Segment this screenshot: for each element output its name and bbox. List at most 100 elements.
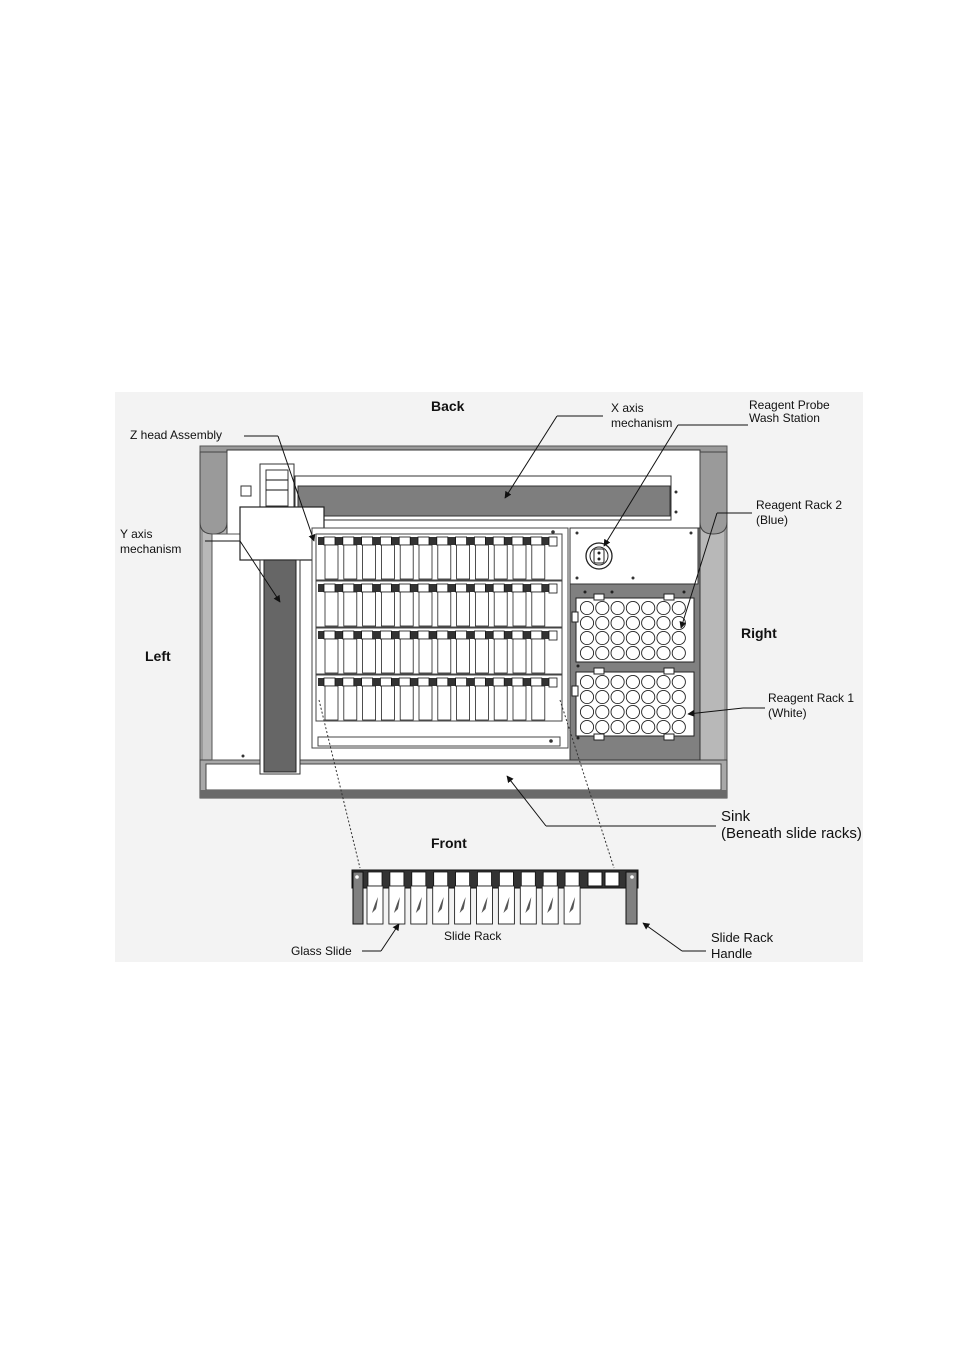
reagent-well [626,690,639,703]
label-right: Right [741,625,777,641]
slide-clip [399,584,410,592]
reagent-well [672,601,685,614]
glass-slide [457,592,470,626]
reagent-well [657,675,670,688]
slide-rack-handle [626,872,637,924]
slide-clip [418,584,429,592]
slide-rack-catch [549,678,557,687]
reagent-well [580,690,593,703]
label-sink-line2: (Beneath slide racks) [721,825,862,842]
glass-slide [381,686,394,720]
glass-slide [475,545,488,579]
slide-rack-end-left [353,872,363,924]
slide-clip [437,631,448,639]
reagent-well [580,631,593,644]
reagent-well [596,720,609,733]
glass-slide [494,639,507,673]
reagent-well [626,631,639,644]
glass-slide [363,639,376,673]
glass-slide [457,686,470,720]
reagent-well [611,690,624,703]
detail-slide-clip [499,872,513,886]
reagent-well [611,646,624,659]
reagent-well [611,675,624,688]
slide-racks-area [312,528,568,748]
slide-clip [380,631,391,639]
slide-clip [437,537,448,545]
slide-clip [380,537,391,545]
detail-slide-clip [390,872,404,886]
label-handle-line2: Handle [711,946,752,961]
slide-clip [474,584,485,592]
reagent-well [672,720,685,733]
reagent-well [596,616,609,629]
label-wash-line1: Reagent Probe [749,398,830,412]
glass-slide [532,545,545,579]
reagent-well [580,705,593,718]
glass-slide [400,545,413,579]
reagent-well [672,705,685,718]
slide-clip [418,631,429,639]
slide-clip [399,631,410,639]
slide-clip [474,537,485,545]
reagent-well [657,646,670,659]
slide-clip [456,631,467,639]
glass-slide [513,545,526,579]
glass-slide [513,592,526,626]
glass-slide [494,686,507,720]
label-handle-line1: Slide Rack [711,930,774,945]
slide-clip [474,631,485,639]
slide-clip [399,678,410,686]
slide-clip [474,678,485,686]
reagent-area [570,528,700,760]
slide-clip [343,678,354,686]
label-sink-line1: Sink [721,808,751,825]
detail-slide-clip [478,872,492,886]
reagent-well [580,646,593,659]
reagent-well [657,720,670,733]
glass-slide [325,686,338,720]
reagent-well [642,675,655,688]
label-rack1-line1: Reagent Rack 1 [768,691,854,705]
slide-clip [456,678,467,686]
y-axis-mechanism [260,560,300,774]
slide-clip [437,584,448,592]
reagent-well [642,705,655,718]
label-x-axis-line1: X axis [611,401,644,415]
reagent-well [611,631,624,644]
label-front: Front [431,835,467,851]
reagent-well [657,690,670,703]
glass-slide [438,545,451,579]
label-slide-rack: Slide Rack [444,929,502,943]
glass-slide [419,592,432,626]
glass-slide [494,592,507,626]
label-rack2-line1: Reagent Rack 2 [756,498,842,512]
reagent-well [580,601,593,614]
slide-clip [343,584,354,592]
glass-slide [475,639,488,673]
reagent-well [672,631,685,644]
slide-clip [380,678,391,686]
slide-clip [324,678,335,686]
slide-clip [512,537,523,545]
reagent-well [626,720,639,733]
glass-slide [381,639,394,673]
glass-slide [513,686,526,720]
glass-slide [344,592,357,626]
detail-slide-clip [543,872,557,886]
reagent-well [626,616,639,629]
slide-clip [418,537,429,545]
label-y-axis-line2: mechanism [120,542,181,556]
detail-slide-clip [456,872,470,886]
slide-clip [512,678,523,686]
reagent-well [642,601,655,614]
slide-clip [399,537,410,545]
slide-rack-catch [549,631,557,640]
reagent-well [657,616,670,629]
detail-slide-clip [412,872,426,886]
detail-slide-clip [565,872,579,886]
reagent-well [596,601,609,614]
detail-slide-clip [521,872,535,886]
reagent-well [611,705,624,718]
reagent-well [657,601,670,614]
